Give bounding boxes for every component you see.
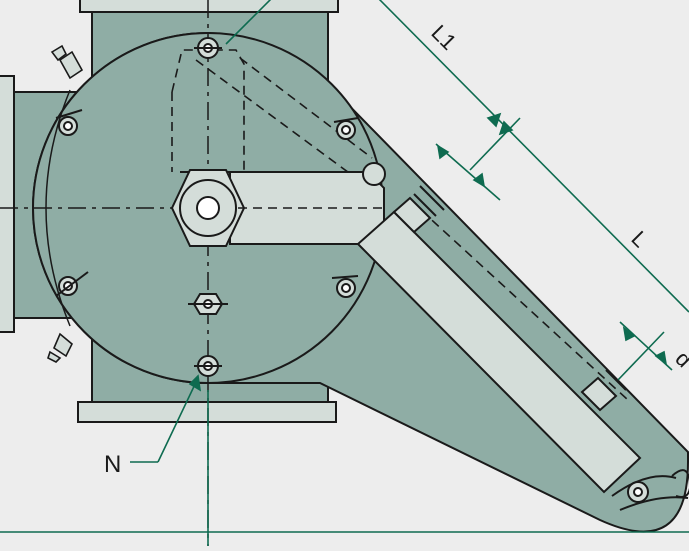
bolts bbox=[55, 37, 359, 377]
label-d: d bbox=[670, 346, 689, 372]
actuator-cylinder bbox=[356, 185, 642, 494]
grease-nipple-top bbox=[50, 44, 84, 80]
bolt-right-upper bbox=[333, 117, 359, 140]
bolt-left-upper bbox=[55, 109, 83, 136]
bolt-top bbox=[194, 37, 222, 59]
bolt-left-lower bbox=[55, 271, 89, 297]
bolt-bottom bbox=[194, 355, 222, 377]
lever-stop bbox=[362, 162, 386, 186]
label-l: L bbox=[626, 226, 652, 252]
bolt-right-lower bbox=[331, 275, 359, 298]
clevis-pin bbox=[611, 469, 689, 511]
bolt-hex-mid bbox=[188, 293, 228, 315]
grease-nipple-bottom bbox=[47, 332, 73, 363]
label-n: N bbox=[104, 451, 121, 478]
lever-arm bbox=[170, 169, 385, 247]
label-l1: L1 bbox=[426, 20, 461, 55]
